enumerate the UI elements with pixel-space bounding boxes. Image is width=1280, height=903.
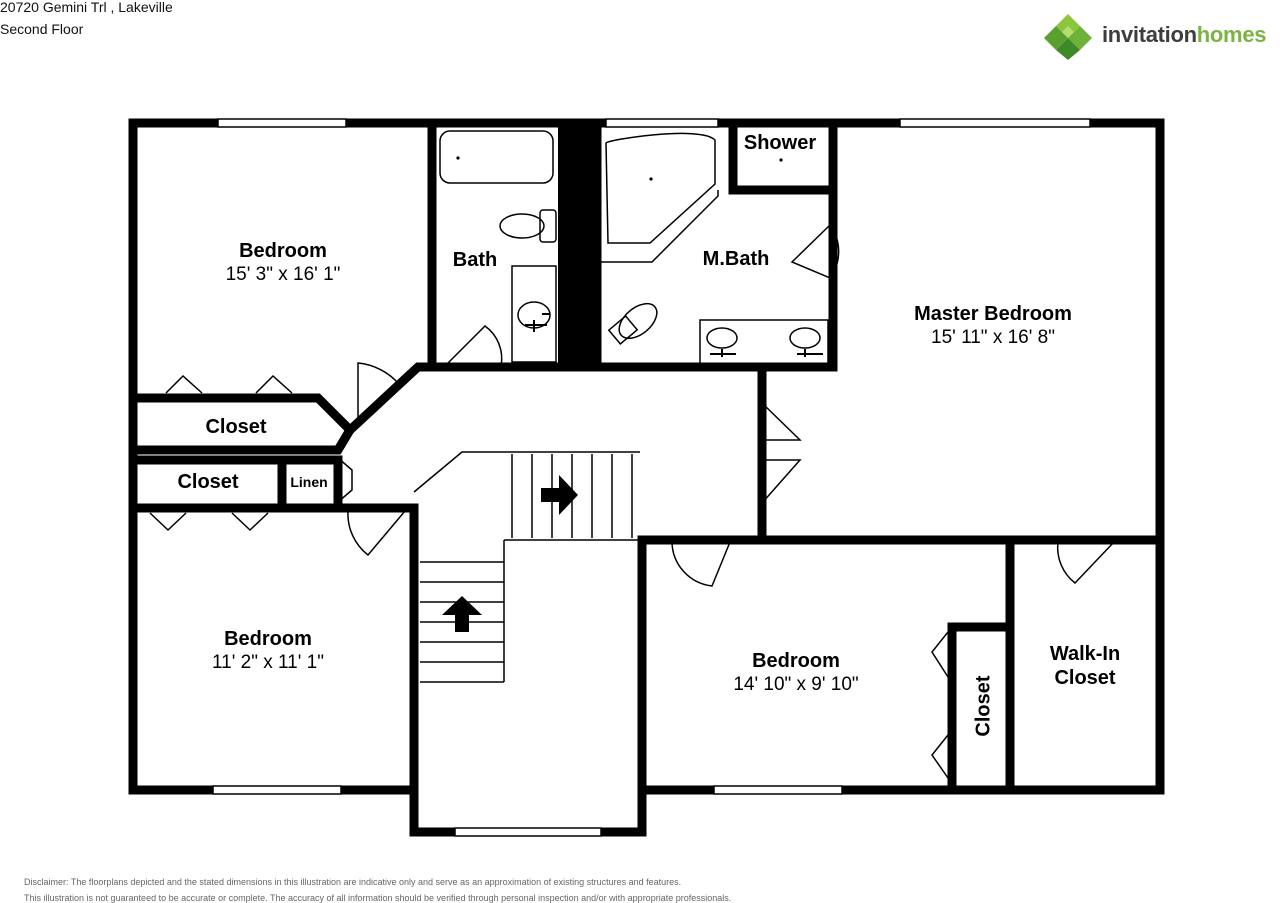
door-bedroom1 [357, 362, 399, 425]
vanity-mbath [699, 319, 829, 365]
room-bedroom-2: Bedroom 11' 2" x 11' 1" [212, 627, 324, 675]
window-mbath [605, 118, 719, 128]
chase-wall [558, 123, 596, 367]
door-closet2-b [231, 512, 269, 532]
wall-bath-bottom [427, 118, 838, 372]
room-name: Bedroom [752, 650, 840, 672]
room-name: Master Bedroom [914, 303, 1072, 325]
door-closet1-a [165, 374, 203, 394]
room-name: Closet [205, 416, 267, 438]
fixture-dots [456, 156, 823, 357]
door-bath [444, 325, 503, 367]
room-bedroom-1: Bedroom 15' 3" x 16' 1" [226, 239, 341, 287]
room-closet-3: Closet [972, 675, 995, 737]
room-dimensions: 15' 3" x 16' 1" [225, 264, 341, 285]
room-master-bedroom: Master Bedroom 15' 11" x 16' 8" [914, 302, 1072, 350]
room-walk-in-closet: Walk-In Closet [1050, 642, 1120, 690]
room-bath: Bath [453, 248, 497, 272]
door-bedroom2 [347, 510, 407, 557]
room-name: Shower [743, 132, 817, 154]
door-mbath [790, 224, 840, 279]
wall-closet2 [128, 455, 287, 513]
room-bedroom-3: Bedroom 14' 10" x 9' 10" [733, 649, 858, 697]
brand-wordmark: invitationhomes [1102, 22, 1267, 47]
room-master-bath: M.Bath [703, 247, 770, 271]
room-closet-2: Closet [177, 470, 238, 494]
room-name-line2: Closet [1054, 667, 1116, 689]
wall-hall-angle [343, 362, 437, 437]
room-name: Bedroom [224, 628, 312, 650]
disclaimer-line-2: This illustration is not guaranteed to b… [24, 893, 732, 903]
door-closet3-a [931, 631, 949, 678]
vanity-bath [511, 265, 557, 363]
corner-tub [605, 132, 716, 244]
property-address: 20720 Gemini Trl , Lakeville [0, 0, 173, 15]
door-bedroom3 [671, 541, 732, 587]
window-stair [454, 827, 602, 837]
window-master [899, 118, 1091, 128]
bathtub-bath [439, 130, 554, 184]
room-linen: Linen [290, 473, 327, 491]
room-closet-1: Closet [205, 415, 266, 439]
door-closet1-b [255, 374, 293, 394]
toilet-mbath [618, 302, 658, 340]
door-walkin [1056, 541, 1116, 585]
room-name: Bedroom [239, 240, 327, 262]
room-dimensions: 14' 10" x 9' 10" [733, 674, 859, 695]
room-name: M.Bath [702, 248, 770, 270]
window-bedroom1 [217, 118, 347, 128]
windows [212, 118, 1091, 837]
stairs [413, 451, 640, 683]
toilet-bath [499, 213, 545, 239]
wall-linen [277, 455, 343, 513]
room-name-line1: Walk-In [1049, 643, 1121, 665]
doors [149, 224, 1116, 779]
diamond-cluster-logo-icon [1044, 14, 1092, 60]
window-bedroom2 [212, 785, 342, 795]
door-closet3-b [931, 734, 949, 779]
shower-wall [728, 118, 838, 195]
disclaimer-line-1: Disclaimer: The floorplans depicted and … [24, 877, 682, 887]
room-name: Closet [177, 471, 239, 493]
room-name: Linen [290, 474, 328, 490]
arrow-right-icon [541, 475, 578, 515]
room-shower: Shower [744, 131, 816, 155]
window-bedroom3 [713, 785, 843, 795]
wall-bedroom3-closet [947, 622, 1015, 795]
brand-logo: invitationhomes [1044, 12, 1280, 60]
fixtures [439, 130, 829, 365]
door-master-2 [761, 459, 802, 504]
arrow-up-icon [442, 596, 482, 632]
room-name: Bath [452, 249, 498, 271]
floor-name: Second Floor [0, 21, 84, 37]
door-closet2-a [149, 512, 187, 532]
walls [128, 118, 1165, 837]
room-dimensions: 15' 11" x 16' 8" [931, 327, 1055, 348]
door-master-1 [761, 402, 802, 441]
mbath-partition [600, 190, 719, 263]
door-linen [337, 457, 353, 503]
wall-bedroom2-right [333, 503, 419, 795]
room-dimensions: 11' 2" x 11' 1" [212, 652, 324, 673]
